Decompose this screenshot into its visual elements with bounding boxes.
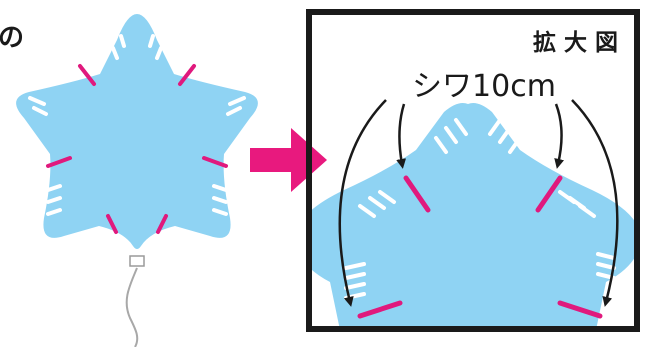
curved-arrow-icon [396, 103, 407, 169]
caption-fragment: の [0, 23, 24, 53]
pointer-arrows [338, 99, 619, 307]
zoom-highlights [344, 118, 616, 300]
balloon-highlights [28, 34, 246, 216]
zoom-star-shape [310, 103, 636, 328]
balloon-wrinkle-marks [46, 64, 228, 234]
right-arrow-icon [250, 128, 327, 192]
zoom-wrinkle-marks [357, 175, 603, 319]
zoom-title: 拡 大 図 [533, 30, 618, 56]
zoom-box: 拡 大 図 シワ10cm [306, 9, 640, 332]
balloon-valve [129, 255, 145, 267]
curved-arrow-icon [571, 99, 619, 307]
star-balloon-full [16, 14, 258, 347]
wrinkle-label: シワ10cm [412, 69, 556, 104]
curved-arrow-icon [554, 103, 565, 169]
curved-arrow-icon [338, 99, 387, 307]
balloon-string [125, 267, 139, 347]
zoom-frame [306, 9, 640, 332]
balloon-star-shape [16, 14, 258, 249]
